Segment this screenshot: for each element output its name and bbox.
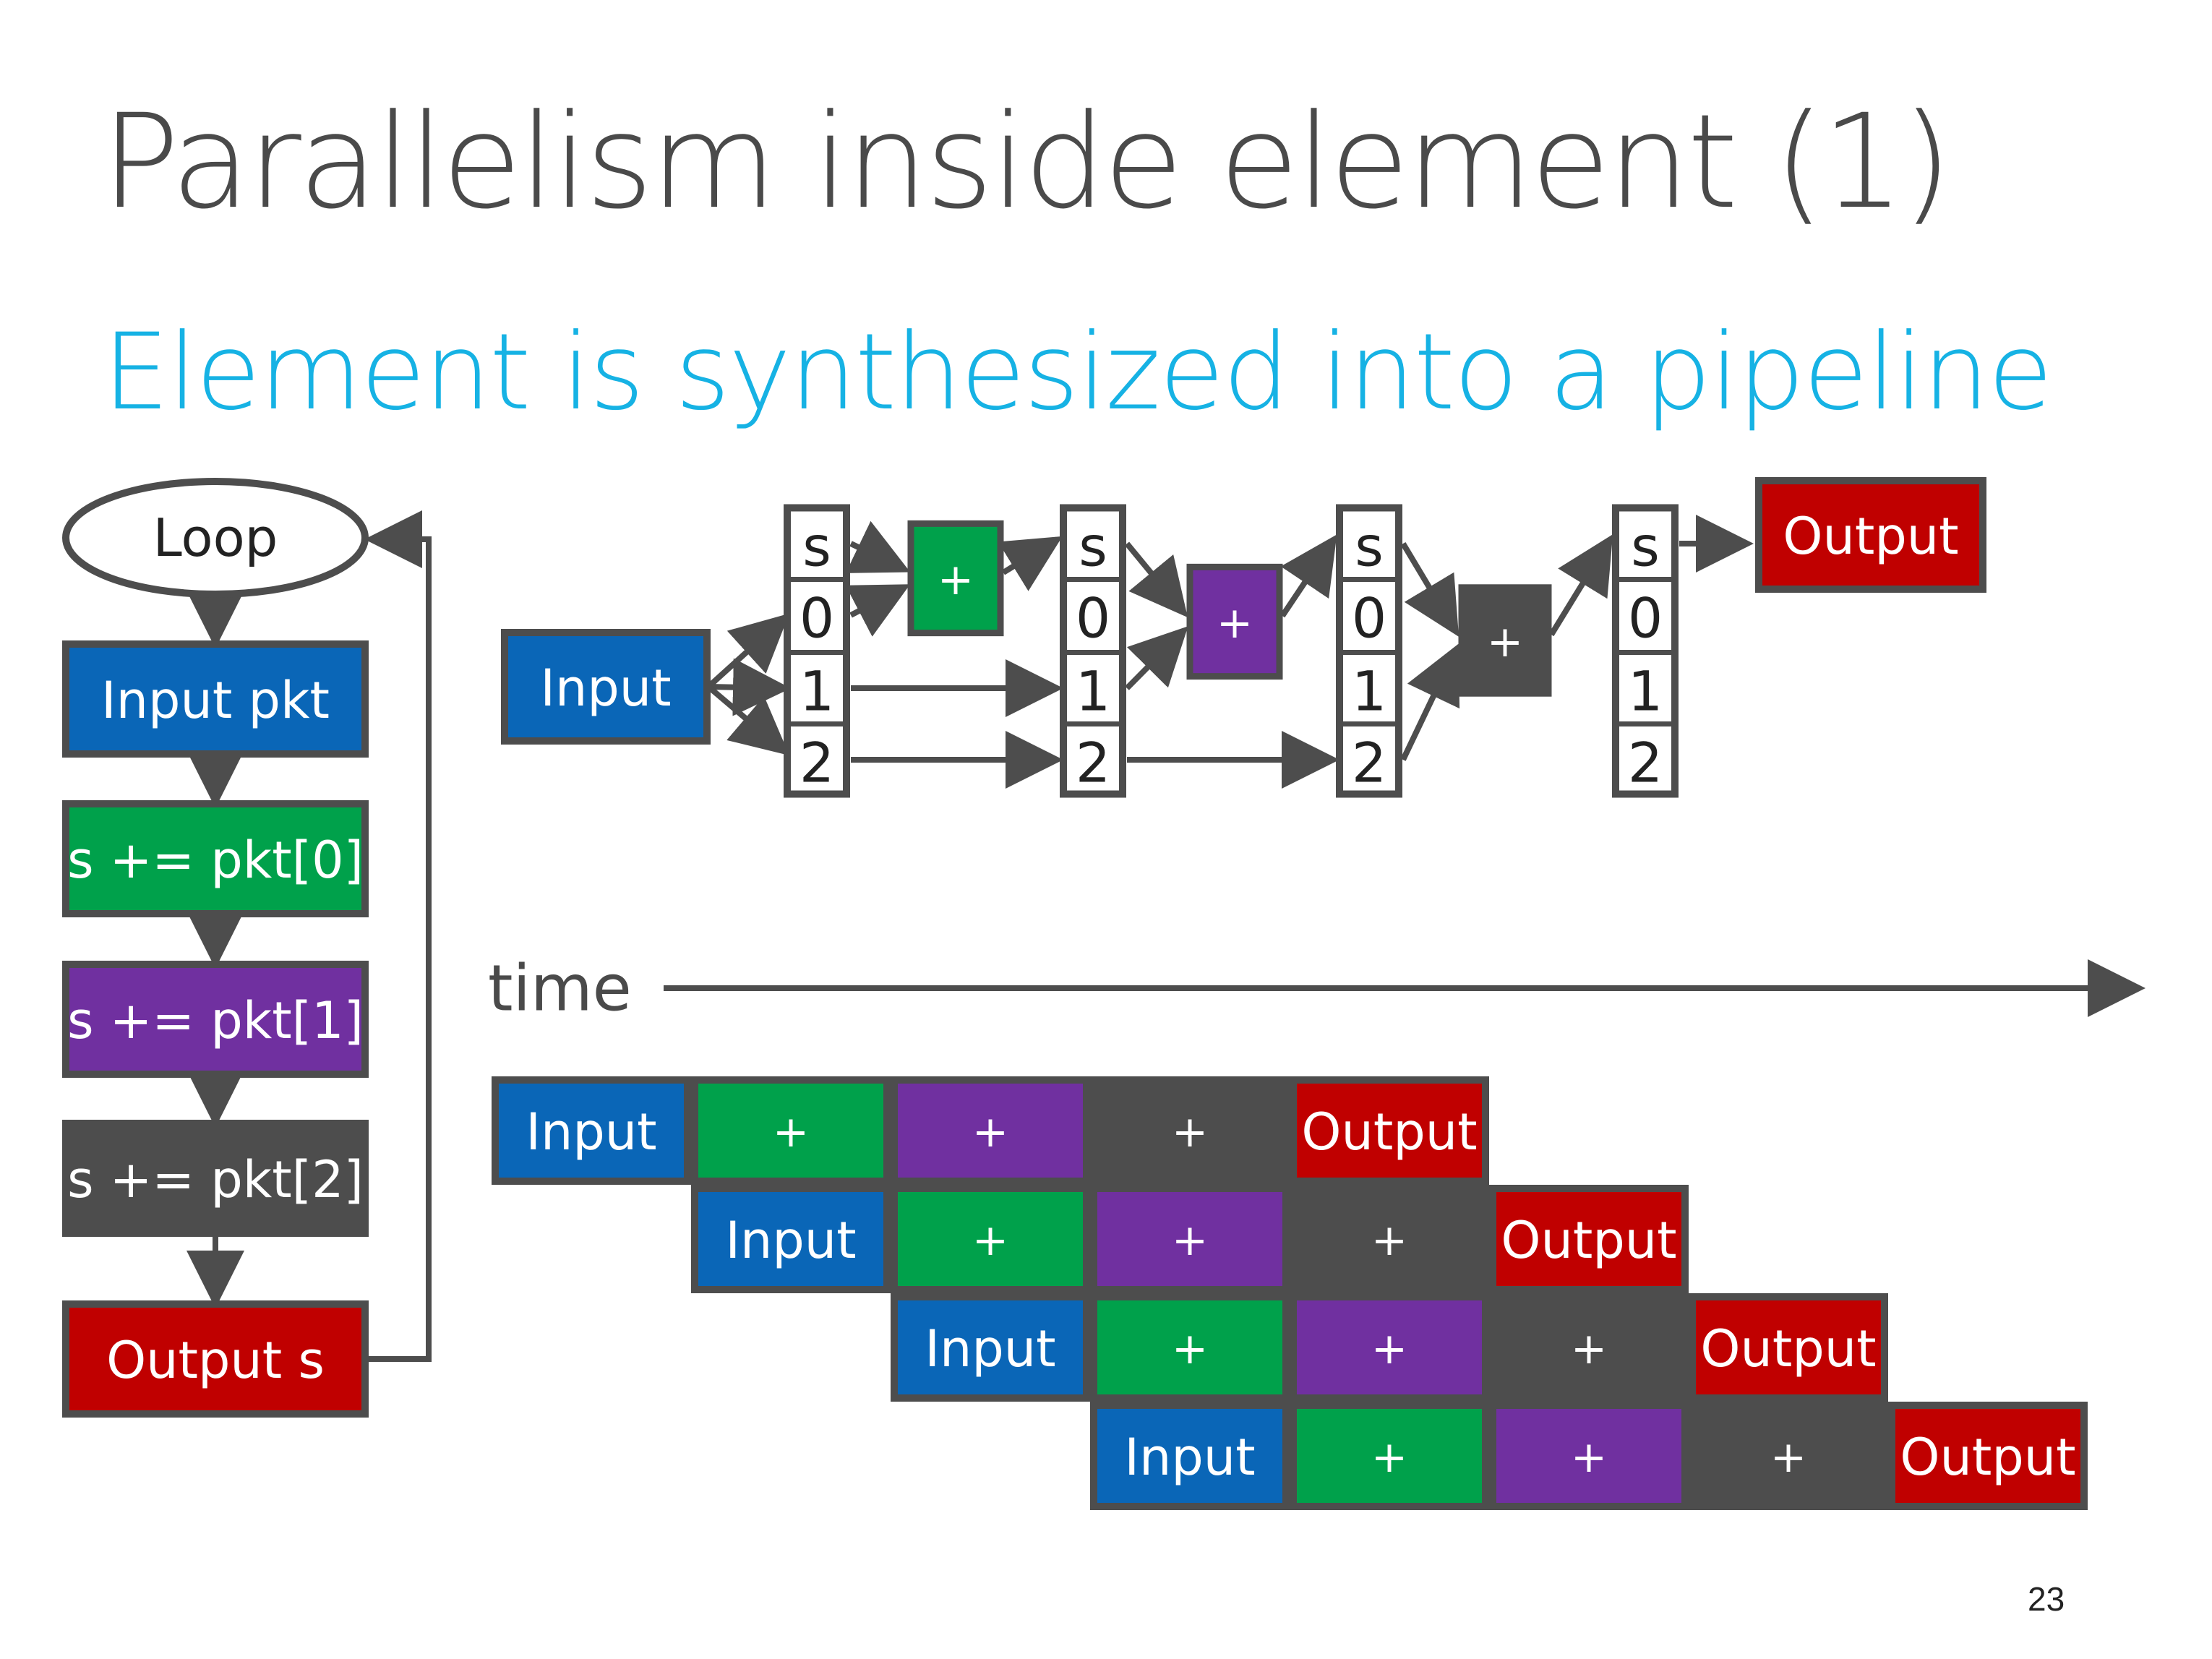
register-0-cell-1: 0 [800,586,834,651]
pipe-arrow-in-2 [706,684,790,756]
timeline-cell-1-3-label: + [972,1107,1008,1157]
register-3-cell-2: 1 [1628,659,1663,724]
timeline-cell-1-5-label: Output [1301,1102,1477,1162]
register-3-cell-1: 0 [1628,586,1663,651]
timeline-cell-3-1 [898,1300,1083,1394]
timeline-cell-4-4-label: + [1770,1432,1806,1483]
timeline-cell-2-1-label: Input [725,1211,856,1270]
timeline-cell-4-5-label: Output [1900,1428,2075,1487]
timeline-cell-1-5 [1297,1084,1482,1178]
timeline-cell-3-4 [1496,1300,1681,1394]
pipe-arrow-s-0 [845,520,911,573]
flow-step-1 [62,640,369,758]
flow-step-4 [62,1120,369,1237]
pipeline-adder-2 [1186,563,1283,680]
timeline-cell-4-2-label: + [1371,1432,1407,1483]
timeline-cell-1-1-label: Input [526,1102,656,1162]
pipe-arrow-p2-2 [1400,643,1460,761]
timeline-cell-2-3-label: + [1172,1215,1208,1266]
timeline-cell-1-2 [698,1084,883,1178]
flow-step-2 [62,800,369,917]
pipe-arrow-out-0 [998,536,1063,591]
register-1-cell-0: s [1079,515,1107,579]
timeline-cell-1-4 [1097,1084,1282,1178]
timeline-cell-3-5-label: Output [1700,1319,1876,1379]
timeline-cell-3-3-label: + [1371,1324,1407,1374]
flow-step-2-label: s += pkt[0] [67,831,364,890]
loop-back-arrow [364,510,432,1362]
flow-step-5 [62,1300,369,1418]
pipeline-output [1755,477,1986,593]
timeline-cell-3-5 [1696,1300,1881,1394]
timeline-cell-3-2 [1097,1300,1282,1394]
register-2-cell-1: 0 [1352,586,1386,651]
timeline-cell-4-4 [1696,1409,1881,1503]
slide-subtitle: Element is synthesized into a pipeline [103,311,2053,434]
pipe-arrow-s-1 [1124,541,1188,618]
pipe-arrow-p1-1 [1125,626,1188,690]
loop-node [62,478,369,598]
register-3-cell-0: s [1631,515,1660,579]
pipeline-input-label: Input [540,659,671,718]
register-0-cell-2: 1 [800,659,834,724]
time-label: time [488,951,632,1026]
timeline-cell-4-5 [1895,1409,2080,1503]
pipe-arrow-out-1 [1279,534,1337,618]
pipe-arrow-out-2 [1548,534,1613,637]
pipeline-adder-3 [1458,584,1552,697]
timeline-cell-2-2-label: + [972,1215,1008,1266]
timeline-cell-3-3 [1297,1300,1482,1394]
register-1-cell-2: 1 [1076,659,1110,724]
flow-step-3 [62,961,369,1078]
register-2-cell-3: 2 [1352,731,1386,795]
pipeline-adder-1-label: + [938,554,974,605]
timeline-cell-4-3-label: + [1571,1432,1607,1483]
register-2-cell-0: s [1355,515,1384,579]
register-2-cell-2: 1 [1352,659,1386,724]
timeline-cell-4-1-label: Input [1124,1428,1255,1487]
slide-title: Parallelism inside element (1) [101,87,1952,238]
timeline-cell-2-2 [898,1192,1083,1286]
register-1-cell-1: 0 [1076,586,1110,651]
pipe-arrow-in-1 [708,658,791,716]
flow-step-1-label: Input pkt [101,671,330,730]
timeline-cell-3-1-label: Input [925,1319,1055,1379]
pipe-arrow-in-0 [706,613,789,689]
loop-node-label: Loop [153,507,278,568]
timeline-cell-1-4-label: + [1172,1107,1208,1157]
timeline-cell-2-3 [1097,1192,1282,1286]
pipe-arrow-p0-0 [845,584,911,637]
timeline-cell-2-4-label: + [1371,1215,1407,1266]
pipeline-adder-2-label: + [1217,598,1253,648]
flow-step-4-label: s += pkt[2] [67,1150,364,1209]
timeline-cell-1-3 [898,1084,1083,1178]
timeline-cell-4-1 [1097,1409,1282,1503]
register-0-cell-0: s [802,515,831,579]
page-number: 23 [2028,1580,2065,1618]
timeline-cell-3-2-label: + [1172,1324,1208,1374]
timeline-cell-2-1 [698,1192,883,1286]
pipeline-input [501,629,711,745]
register-3-cell-3: 2 [1628,731,1663,795]
register-0-cell-3: 2 [800,731,834,795]
flow-step-5-label: Output s [106,1331,325,1390]
pipeline-output-label: Output [1783,507,1958,566]
timeline-cell-2-4 [1297,1192,1482,1286]
timeline-cell-3-4-label: + [1571,1324,1607,1374]
timeline-cell-4-2 [1297,1409,1482,1503]
register-1-cell-3: 2 [1076,731,1110,795]
flow-step-3-label: s += pkt[1] [67,991,364,1050]
timeline-cell-4-3 [1496,1409,1681,1503]
pipeline-adder-3-label: + [1487,617,1523,667]
timeline-cell-2-5 [1496,1192,1681,1286]
timeline-cell-2-5-label: Output [1501,1211,1676,1270]
pipe-arrow-s-2 [1400,541,1459,637]
timeline-cell-1-2-label: + [773,1107,809,1157]
pipeline-adder-1 [907,520,1004,637]
timeline-cell-1-1 [499,1084,684,1178]
